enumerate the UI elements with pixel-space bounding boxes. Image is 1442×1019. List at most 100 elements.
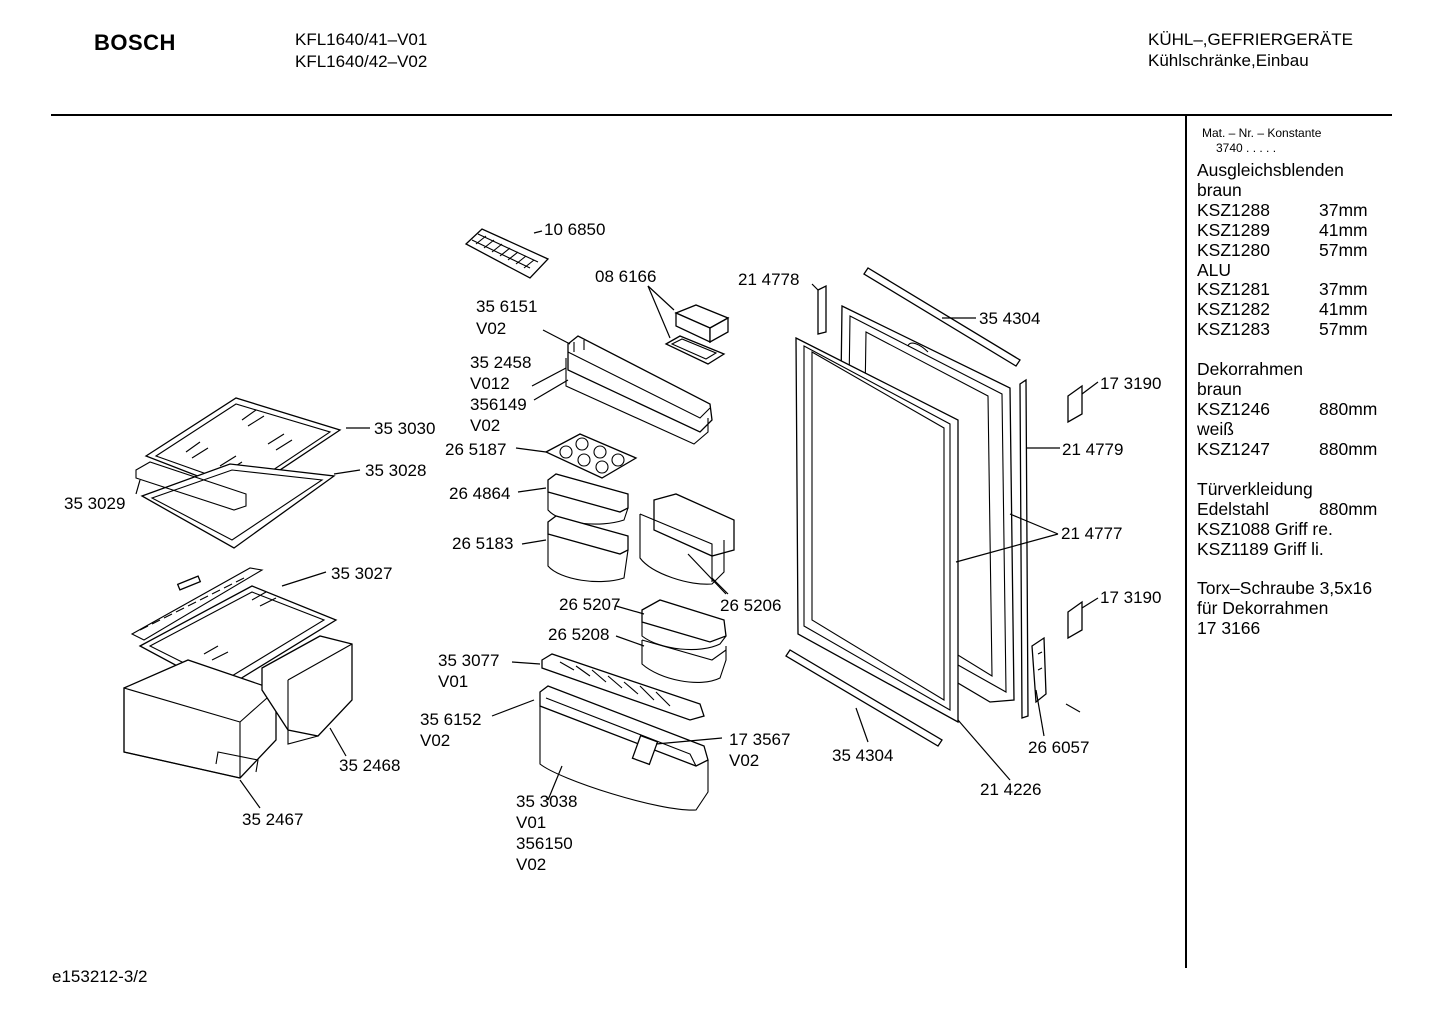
callout-353038-version: V01	[516, 813, 546, 832]
sidebar-line-value: 880mm	[1319, 398, 1378, 419]
sidebar-line: weiß	[1197, 418, 1234, 439]
sidebar-line: KSZ1282	[1197, 299, 1270, 320]
callout-265183: 26 5183	[452, 534, 513, 553]
sidebar-line-value: 57mm	[1319, 319, 1368, 340]
callout-356149-version: V02	[470, 416, 500, 435]
callout-356152-version: V02	[420, 731, 450, 750]
crisper-drawer-left	[123, 659, 277, 809]
sidebar-line: Edelstahl	[1197, 498, 1269, 519]
sidebar-line: Dekorrahmen	[1197, 359, 1304, 379]
callout-353038: 35 3038	[516, 792, 577, 811]
door-gasket	[795, 336, 1011, 781]
sidebar-line-value: 37mm	[1319, 279, 1368, 300]
callout-173567: 17 3567	[729, 730, 790, 749]
callout-356150: 356150	[516, 834, 573, 853]
door-edge-strip-right	[955, 378, 1060, 719]
callout-353028: 35 3028	[365, 461, 426, 480]
sidebar-section-torx: Torx–Schraube 3,5x16 für Dekorrahmen 17 …	[1197, 578, 1372, 639]
exploded-parts-diagram: 10 6850 08 6166 35 6151 V02 35 2458 V012…	[64, 220, 1161, 874]
door-box-small-1	[517, 473, 629, 525]
sidebar-line-value: 37mm	[1319, 199, 1368, 220]
sidebar-line: Türverkleidung	[1197, 479, 1313, 499]
sidebar-line-value: 880mm	[1319, 498, 1378, 519]
callout-356149: 356149	[470, 395, 527, 414]
sidebar-line-value: 41mm	[1319, 299, 1368, 320]
ice-cube-tray	[464, 228, 550, 279]
callout-356151: 35 6151	[476, 297, 537, 316]
mat-number-title: Mat. – Nr. – Konstante	[1202, 126, 1322, 140]
callout-352458: 35 2458	[470, 353, 531, 372]
sidebar-line: 17 3166	[1197, 617, 1261, 638]
small-container	[647, 285, 730, 365]
header-divider	[51, 114, 1392, 116]
sidebar-line: KSZ1088 Griff re.	[1197, 518, 1333, 539]
door-box-5207	[615, 599, 727, 651]
callout-214778: 21 4778	[738, 270, 799, 289]
callout-173190-upper: 17 3190	[1100, 374, 1161, 393]
document-id: e153212-3/2	[52, 967, 148, 986]
sidebar-divider	[1185, 116, 1187, 968]
sidebar-line-value: 57mm	[1319, 239, 1368, 260]
sidebar-section-tuerverkleidung: Türverkleidung Edelstahl 880mm KSZ1088 Gr…	[1197, 479, 1378, 560]
egg-tray	[515, 433, 638, 479]
callout-265206: 26 5206	[720, 596, 781, 615]
glass-shelf-lower	[140, 463, 361, 549]
door-box-5208	[615, 635, 727, 683]
callout-265207: 26 5207	[559, 595, 620, 614]
sidebar-line: ALU	[1197, 259, 1232, 280]
sidebar-line-value: 41mm	[1319, 219, 1368, 240]
bottle-shelf	[491, 685, 723, 811]
door-rail-bottom	[785, 649, 943, 747]
callout-353077-version: V01	[438, 672, 468, 691]
sidebar-line: Ausgleichsblenden	[1197, 160, 1344, 180]
shelf-frame-rail	[135, 461, 247, 511]
door-rail-top	[863, 267, 1021, 367]
callout-214777: 21 4777	[1061, 524, 1122, 543]
sidebar-line: KSZ1281	[1197, 279, 1270, 300]
callout-264864: 26 4864	[449, 484, 510, 503]
sidebar-line: für Dekorrahmen	[1197, 597, 1329, 618]
callout-214226: 21 4226	[980, 780, 1041, 799]
crisper-drawer-right	[261, 635, 353, 757]
sidebar-line: KSZ1189 Griff li.	[1197, 538, 1324, 559]
door-edge-strip-left	[811, 283, 827, 335]
callout-265187: 26 5187	[445, 440, 506, 459]
sidebar-line: KSZ1283	[1197, 319, 1270, 340]
callout-356150-version: V02	[516, 855, 546, 874]
callout-352468: 35 2468	[339, 756, 400, 775]
model-number-1: KFL1640/41–V01	[295, 30, 428, 49]
callout-356151-version: V02	[476, 319, 506, 338]
hinge-cover-upper	[1067, 381, 1099, 424]
hinge-cover-lower	[1067, 597, 1099, 640]
sidebar-line-value: 880mm	[1319, 438, 1378, 459]
callout-266057: 26 6057	[1028, 738, 1089, 757]
callout-106850: 10 6850	[544, 220, 605, 239]
callout-265208: 26 5208	[548, 625, 609, 644]
callout-173190-lower: 17 3190	[1100, 588, 1161, 607]
sidebar-line: KSZ1289	[1197, 219, 1270, 240]
callout-352458-version: V012	[470, 374, 510, 393]
brand-logo: BOSCH	[94, 30, 176, 55]
callout-173567-version: V02	[729, 751, 759, 770]
door-box-double	[639, 493, 735, 595]
category-line-2: Kühlschränke,Einbau	[1148, 51, 1309, 70]
grille-rack	[511, 653, 705, 721]
callout-353077: 35 3077	[438, 651, 499, 670]
callout-214779: 21 4779	[1062, 440, 1123, 459]
sidebar-line: KSZ1280	[1197, 239, 1270, 260]
door-shelf-upper	[531, 329, 713, 445]
callout-356152: 35 6152	[420, 710, 481, 729]
sidebar-line: KSZ1288	[1197, 199, 1270, 220]
sidebar-line: braun	[1197, 378, 1242, 399]
sidebar-line: KSZ1246	[1197, 398, 1270, 419]
model-number-2: KFL1640/42–V02	[295, 52, 428, 71]
callout-353027: 35 3027	[331, 564, 392, 583]
callout-353029: 35 3029	[64, 494, 125, 513]
callout-354304-bottom: 35 4304	[832, 746, 893, 765]
callout-086166: 08 6166	[595, 267, 656, 286]
sidebar-section-ausgleichsblenden: Ausgleichsblenden braun KSZ1288 37mm KSZ1…	[1197, 160, 1368, 340]
sidebar-line: braun	[1197, 179, 1242, 200]
callout-354304-top: 35 4304	[979, 309, 1040, 328]
callout-352467: 35 2467	[242, 810, 303, 829]
